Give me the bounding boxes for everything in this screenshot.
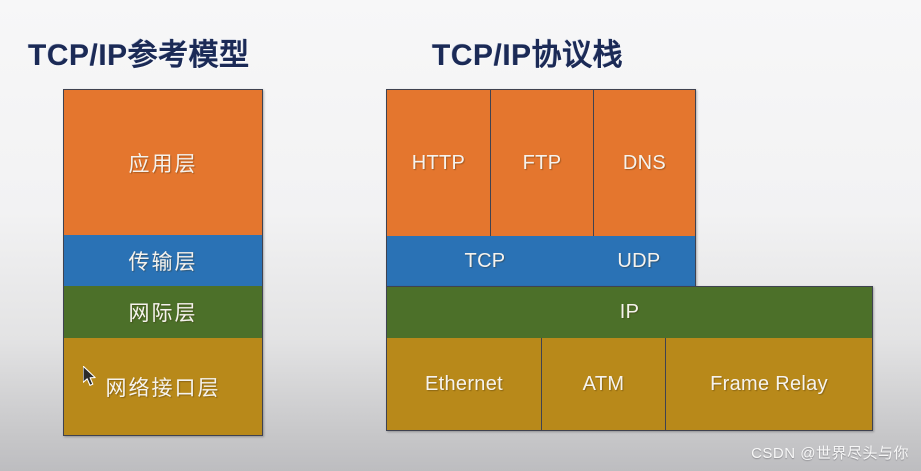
tcpip-reference-model-stack: 应用层 传输层 网际层 网络接口层: [63, 89, 263, 436]
layer-application[interactable]: 应用层: [64, 90, 262, 235]
protocol-dns[interactable]: DNS: [594, 90, 695, 236]
protocol-ip[interactable]: IP: [387, 287, 872, 338]
right-diagram-title: TCP/IP协议栈: [432, 39, 624, 72]
divider-http-ftp: [490, 90, 491, 236]
csdn-watermark: CSDN @世界尽头与你: [751, 445, 909, 462]
tcpip-protocol-stack-upper: HTTP FTP DNS TCP UDP: [386, 89, 696, 287]
protocol-frame-relay[interactable]: Frame Relay: [666, 338, 872, 430]
layer-internet[interactable]: 网际层: [64, 286, 262, 338]
protocol-tcp[interactable]: TCP: [387, 236, 583, 286]
protocol-http[interactable]: HTTP: [387, 90, 490, 236]
divider-ethernet-atm: [541, 338, 542, 430]
tcpip-protocol-stack-lower: IP Ethernet ATM Frame Relay: [386, 286, 873, 431]
layer-network-interface[interactable]: 网络接口层: [64, 338, 262, 435]
divider-atm-framerelay: [665, 338, 666, 430]
protocol-atm[interactable]: ATM: [542, 338, 665, 430]
protocol-ethernet[interactable]: Ethernet: [387, 338, 541, 430]
protocol-udp[interactable]: UDP: [583, 236, 695, 286]
layer-transport[interactable]: 传输层: [64, 235, 262, 286]
protocol-ftp[interactable]: FTP: [491, 90, 593, 236]
left-diagram-title: TCP/IP参考模型: [28, 39, 250, 72]
divider-ftp-dns: [593, 90, 594, 236]
